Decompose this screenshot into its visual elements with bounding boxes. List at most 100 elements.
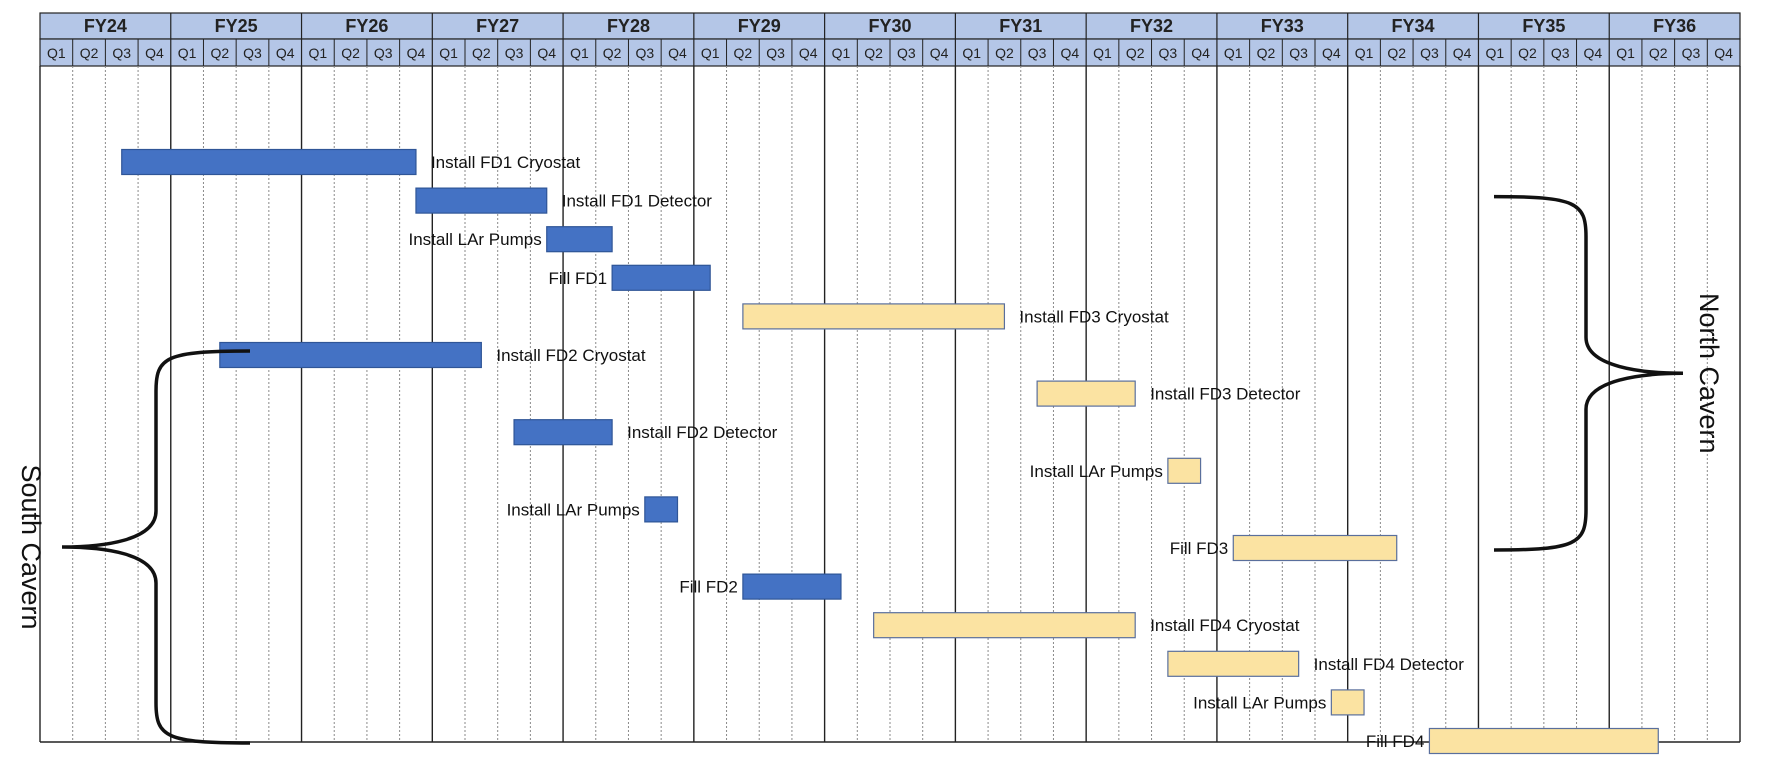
quarter-label: Q3	[897, 45, 916, 61]
quarter-label: Q4	[799, 45, 818, 61]
quarter-label: Q2	[341, 45, 360, 61]
quarter-label: Q3	[1682, 45, 1701, 61]
quarter-label: Q2	[1126, 45, 1145, 61]
task-bar	[1428, 727, 1659, 755]
quarter-label: Q1	[1355, 45, 1374, 61]
fiscal-year-label: FY24	[84, 16, 127, 36]
quarter-label: Q4	[1060, 45, 1079, 61]
task-label: Install FD1 Cryostat	[431, 153, 581, 172]
quarter-label: Q3	[505, 45, 524, 61]
quarter-label: Q2	[1387, 45, 1406, 61]
quarter-label: Q1	[309, 45, 328, 61]
task-label: Install FD2 Detector	[627, 423, 778, 442]
quarter-label: Q2	[995, 45, 1014, 61]
quarter-label: Q3	[766, 45, 785, 61]
task-bar	[513, 419, 613, 446]
task-label: Install FD4 Detector	[1314, 655, 1465, 674]
fiscal-year-label: FY29	[738, 16, 781, 36]
quarter-label: Q2	[210, 45, 229, 61]
task-bars	[121, 148, 1659, 755]
quarter-label: Q4	[1322, 45, 1341, 61]
quarter-label: Q1	[439, 45, 458, 61]
task-bar	[644, 496, 679, 523]
fiscal-year-label: FY26	[345, 16, 388, 36]
quarter-label: Q3	[374, 45, 393, 61]
quarter-label: Q2	[472, 45, 491, 61]
cavern-brace	[61, 349, 251, 745]
quarter-label: Q4	[930, 45, 949, 61]
quarter-label: Q2	[1649, 45, 1668, 61]
task-label: Install LAr Pumps	[1030, 462, 1163, 481]
fiscal-year-label: FY25	[215, 16, 258, 36]
task-label: Install LAr Pumps	[507, 500, 640, 519]
task-label: Install FD3 Cryostat	[1019, 307, 1169, 326]
quarter-label: Q3	[243, 45, 262, 61]
task-bar	[742, 303, 1006, 330]
fiscal-year-label: FY34	[1392, 16, 1435, 36]
quarter-label: Q3	[635, 45, 654, 61]
quarter-label: Q1	[1485, 45, 1504, 61]
fiscal-year-label: FY36	[1653, 16, 1696, 36]
quarter-label: Q3	[112, 45, 131, 61]
quarter-label: Q1	[1093, 45, 1112, 61]
quarter-label: Q4	[276, 45, 295, 61]
quarter-label: Q2	[1257, 45, 1276, 61]
task-bar	[415, 187, 548, 214]
quarter-label: Q2	[1518, 45, 1537, 61]
quarter-label: Q4	[1191, 45, 1210, 61]
quarter-label: Q3	[1420, 45, 1439, 61]
quarter-label: Q3	[1551, 45, 1570, 61]
fiscal-year-label: FY32	[1130, 16, 1173, 36]
fiscal-year-label: FY27	[476, 16, 519, 36]
quarter-label: Q4	[1714, 45, 1733, 61]
task-label: Install FD4 Cryostat	[1150, 616, 1300, 635]
task-bar	[742, 573, 842, 600]
quarter-label: Q4	[1453, 45, 1472, 61]
quarter-label: Q1	[570, 45, 589, 61]
task-bar	[873, 612, 1136, 639]
task-bar	[1330, 689, 1365, 716]
task-bar	[219, 341, 482, 369]
quarter-label: Q4	[1584, 45, 1603, 61]
quarter-label: Q1	[1616, 45, 1635, 61]
quarter-label: Q1	[47, 45, 66, 61]
task-bar	[1167, 457, 1202, 484]
quarter-label: Q1	[832, 45, 851, 61]
quarter-label: Q4	[145, 45, 164, 61]
quarter-label: Q3	[1289, 45, 1308, 61]
task-label: Install FD2 Cryostat	[496, 346, 646, 365]
task-label: Fill FD2	[679, 578, 738, 597]
quarter-label: Q3	[1028, 45, 1047, 61]
task-label: Install FD1 Detector	[562, 192, 713, 211]
task-label: Fill FD3	[1170, 539, 1229, 558]
quarter-label: Q2	[603, 45, 622, 61]
quarter-label: Q4	[407, 45, 426, 61]
fiscal-year-label: FY35	[1522, 16, 1565, 36]
task-bar	[546, 226, 613, 253]
fiscal-year-label: FY31	[999, 16, 1042, 36]
quarter-label: Q2	[864, 45, 883, 61]
quarter-label: Q1	[178, 45, 197, 61]
quarter-label: Q1	[1224, 45, 1243, 61]
quarter-label: Q1	[962, 45, 981, 61]
task-label: Install LAr Pumps	[408, 230, 541, 249]
task-label: Install LAr Pumps	[1193, 693, 1326, 712]
quarter-label: Q4	[537, 45, 556, 61]
task-bar	[1036, 380, 1136, 407]
cavern-braces: South Cavern North Cavern	[16, 194, 1724, 745]
fy-header-bg	[39, 12, 1741, 40]
task-label: Install FD3 Detector	[1150, 385, 1301, 404]
quarter-label: Q4	[668, 45, 687, 61]
cavern-brace	[1493, 194, 1684, 552]
quarter-label: Q3	[1159, 45, 1178, 61]
task-bar	[611, 264, 711, 291]
task-bar	[1232, 534, 1398, 562]
task-bar	[121, 148, 417, 176]
fiscal-year-label: FY33	[1261, 16, 1304, 36]
task-label: Fill FD1	[549, 269, 608, 288]
cavern-label: South Cavern	[16, 464, 46, 629]
cavern-label: North Cavern	[1694, 293, 1724, 454]
